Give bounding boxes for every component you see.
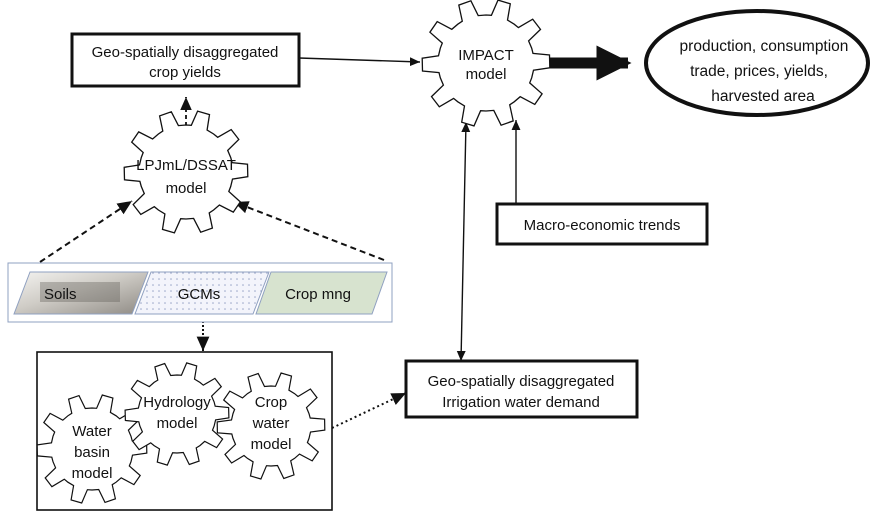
arrow-impact-irrigation-bidirectional	[456, 121, 471, 362]
crop-water-line-3: model	[251, 436, 292, 453]
arrow-inputs-to-lpjml-left	[39, 200, 133, 263]
lpjml-line-1: LPJmL/DSSAT	[136, 157, 236, 174]
water-basin-line-3: model	[72, 465, 113, 482]
gcms-input: GCMs	[134, 271, 270, 315]
crop-yields-line-2: crop yields	[149, 64, 221, 81]
crop-water-gear: Crop water model	[216, 372, 326, 480]
impact-line-2: model	[466, 66, 507, 83]
macro-label: Macro-economic trends	[524, 217, 681, 234]
crop-mng-input: Crop mng	[255, 271, 388, 315]
inputs-panel: Soils GCMs Crop mng	[7, 262, 393, 323]
crop-yields-box: Geo-spatially disaggregated crop yields	[70, 32, 301, 88]
hydrology-line-2: model	[157, 415, 198, 432]
hydrology-line-1: Hydrology	[143, 394, 211, 411]
crop-water-line-2: water	[252, 415, 290, 432]
impact-gear: IMPACT model	[421, 0, 551, 127]
water-basin-gear: Water basin model	[36, 394, 148, 504]
outputs-line-3: harvested area	[711, 88, 815, 105]
irrigation-line-2: Irrigation water demand	[442, 394, 600, 411]
crop-yields-line-1: Geo-spatially disaggregated	[92, 44, 279, 61]
arrow-yields-to-impact	[298, 57, 421, 67]
water-basin-line-2: basin	[74, 444, 110, 461]
gcms-label: GCMs	[178, 286, 221, 303]
soils-label: Soils	[44, 286, 77, 303]
outputs-line-1: production, consumption	[680, 38, 849, 55]
arrow-hydrology-to-irrigation	[331, 392, 407, 429]
impact-line-1: IMPACT	[458, 47, 514, 64]
outputs-line-2: trade, prices, yields,	[690, 63, 828, 80]
hydrology-panel: Water basin model Hydrology model Crop w…	[36, 351, 333, 511]
lpjml-dssat-gear: LPJmL/DSSAT model	[123, 110, 249, 234]
macro-economic-box: Macro-economic trends	[495, 202, 709, 246]
lpjml-line-2: model	[166, 180, 207, 197]
outputs-ellipse: production, consumption trade, prices, y…	[644, 9, 870, 117]
arrow-inputs-to-lpjml-right	[233, 201, 385, 261]
soils-input: Soils	[13, 271, 149, 315]
hydrology-gear: Hydrology model	[124, 362, 230, 466]
connectors	[39, 45, 632, 429]
irrigation-line-1: Geo-spatially disaggregated	[428, 373, 615, 390]
crop-water-line-1: Crop	[255, 394, 288, 411]
crop-mng-label: Crop mng	[285, 286, 351, 303]
irrigation-demand-box: Geo-spatially disaggregated Irrigation w…	[404, 359, 639, 419]
water-basin-line-1: Water	[72, 423, 111, 440]
